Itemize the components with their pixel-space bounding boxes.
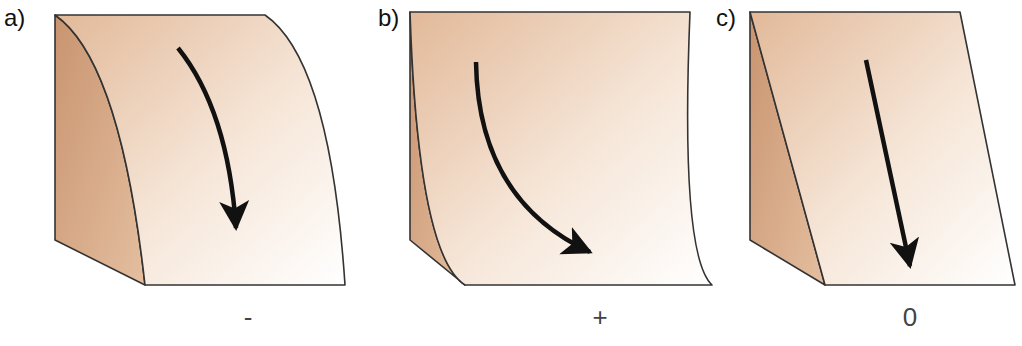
panel-letter: a) xyxy=(4,6,25,30)
curvature-sign: 0 xyxy=(903,304,917,330)
concave-slope xyxy=(410,12,712,285)
curvature-sign: + xyxy=(592,304,607,330)
panel-letter: c) xyxy=(716,6,736,30)
panel-letter: b) xyxy=(378,6,399,30)
curvature-sign: - xyxy=(244,304,253,330)
straight-slope xyxy=(750,12,1015,285)
convex-slope xyxy=(55,15,345,285)
